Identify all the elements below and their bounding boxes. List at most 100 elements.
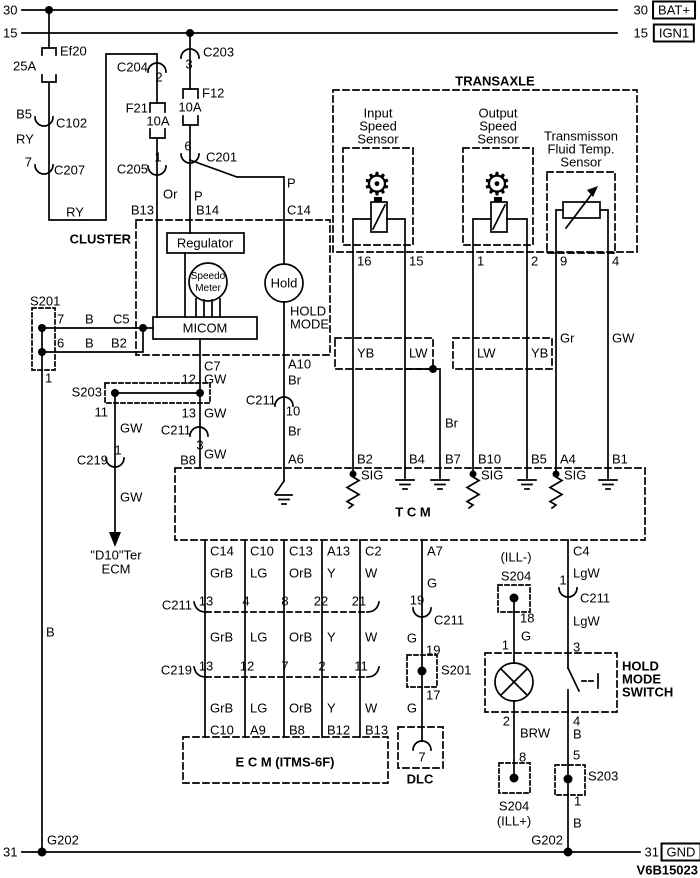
connector-arc-icons bbox=[34, 48, 578, 751]
pin-4-tfts: 4 bbox=[612, 253, 620, 269]
wire-yb-1: YB bbox=[357, 345, 375, 361]
pin-18-s204: 18 bbox=[520, 610, 535, 626]
splice-s201-left-box bbox=[31, 307, 56, 371]
conn-c219: C219 bbox=[76, 452, 108, 468]
wire-ry-1: RY bbox=[16, 131, 34, 147]
junction-dots bbox=[37, 6, 573, 857]
pin-b2-micom: B2 bbox=[111, 335, 127, 351]
pin-3-c203: 3 bbox=[185, 56, 193, 72]
pin-2-oss: 2 bbox=[531, 253, 539, 269]
wire-lw-2: LW bbox=[477, 345, 496, 361]
bus30-num-left: 30 bbox=[3, 2, 18, 18]
switch-icons bbox=[273, 479, 599, 693]
connector-row-icons bbox=[192, 600, 381, 678]
hms-title-3: SWITCH bbox=[622, 684, 674, 700]
splice-s204-bottom-box bbox=[498, 762, 531, 794]
conn-c204-icon bbox=[147, 62, 167, 73]
wire-b-s201a: B bbox=[85, 311, 94, 327]
splice-boxes bbox=[31, 307, 586, 796]
pin-19-s201: 19 bbox=[426, 642, 441, 658]
conn-c207: C207 bbox=[54, 162, 86, 178]
wire-b-s201b: B bbox=[85, 335, 94, 351]
pin-1-c219: 1 bbox=[114, 442, 122, 458]
pin-c10-tcm: C10 bbox=[250, 543, 274, 559]
sensor-icons bbox=[370, 186, 601, 233]
hold-mode-switch-box bbox=[484, 652, 618, 713]
conn-c219-row: C219 bbox=[160, 662, 192, 678]
wire-y-2: Y bbox=[327, 629, 336, 645]
ground-b4-icon bbox=[395, 479, 415, 490]
pin-b10: B10 bbox=[478, 451, 502, 467]
fuse-ef20-label: Ef20 bbox=[60, 43, 87, 59]
ecm-d10-line2: ECM bbox=[101, 561, 131, 577]
resistor-icons bbox=[345, 475, 564, 510]
hms-title-1: HOLD bbox=[622, 658, 659, 674]
wire-grb-2: GrB bbox=[210, 629, 234, 645]
conn-c201: C201 bbox=[206, 149, 238, 165]
wire-grb-1: GrB bbox=[210, 565, 234, 581]
ground-g202-right: G202 bbox=[531, 832, 563, 848]
wire-g-3: G bbox=[406, 700, 417, 716]
tfts-label-3: Sensor bbox=[560, 154, 602, 170]
dlc-box bbox=[397, 726, 444, 769]
cluster-box bbox=[135, 219, 331, 356]
conn-c205: C205 bbox=[116, 161, 148, 177]
wire-brw: BRW bbox=[520, 725, 551, 741]
wire-b-right2: B bbox=[573, 815, 582, 831]
splice-s204-top: S204 bbox=[500, 568, 532, 584]
iss-label-2: Speed bbox=[359, 118, 397, 134]
wire-lg-2: LG bbox=[250, 629, 268, 645]
conn-c219-row-icon bbox=[192, 665, 207, 678]
hold-mode-2: MODE bbox=[290, 316, 329, 332]
tcm-a6-switch-icon bbox=[273, 479, 286, 496]
fuse-f12-rating: 10A bbox=[178, 99, 202, 115]
pin-16: 16 bbox=[357, 253, 372, 269]
wire-yb-2: YB bbox=[531, 345, 549, 361]
pin-8-s204: 8 bbox=[519, 749, 527, 765]
pin-21-c211: 21 bbox=[351, 593, 367, 609]
splice-s203-right-box bbox=[554, 764, 586, 796]
pin-1-c205: 1 bbox=[154, 149, 162, 165]
wire-g-2: G bbox=[406, 630, 417, 646]
pin-a9: A9 bbox=[250, 722, 266, 738]
pin-b7: B7 bbox=[445, 451, 461, 467]
ground-b7-icon bbox=[430, 479, 450, 490]
pin-22-c211: 22 bbox=[313, 593, 329, 609]
pin-b4: B4 bbox=[409, 451, 425, 467]
wire-lgw-2: LgW bbox=[573, 613, 600, 629]
gear-icon-input: ⚙ bbox=[362, 166, 392, 202]
sig-label-1: SIG bbox=[361, 467, 384, 483]
bus-lines bbox=[21, 9, 641, 853]
pin-4-switch: 4 bbox=[573, 713, 581, 729]
iss-label-3: Sensor bbox=[357, 131, 399, 147]
ground-g202-left: G202 bbox=[47, 832, 79, 848]
pin-11-s203: 11 bbox=[94, 404, 109, 420]
pin-1-s203: 1 bbox=[574, 793, 582, 809]
pin-1-lamp: 1 bbox=[501, 637, 509, 653]
wire-gw-4: GW bbox=[204, 446, 227, 462]
fluid-temp-sensor-box bbox=[546, 171, 616, 254]
pin-1-s201: 1 bbox=[45, 370, 53, 386]
pin-6-c201: 6 bbox=[184, 138, 192, 154]
fuse-ef20-icon bbox=[41, 47, 57, 83]
wire-grb-3: GrB bbox=[210, 700, 234, 716]
oss-label-2: Speed bbox=[479, 118, 517, 134]
pin-7-dlc: 7 bbox=[418, 749, 426, 765]
resistor-b2-icon bbox=[345, 475, 361, 510]
hold-label: Hold bbox=[270, 275, 298, 291]
conn-c203-icon bbox=[180, 48, 200, 59]
splice-s201-left: S201 bbox=[30, 293, 61, 309]
fuse-f21-icon bbox=[149, 102, 166, 139]
ground-b5-icon bbox=[517, 479, 537, 490]
pin-b13-ecm: B13 bbox=[365, 722, 389, 738]
splice-s203: S203 bbox=[71, 384, 102, 400]
ground-a6-icon bbox=[275, 494, 293, 505]
fuse-f21-rating: 10A bbox=[146, 113, 170, 129]
wire-p-1: P bbox=[194, 188, 203, 204]
pin-b2-tcm: B2 bbox=[357, 451, 373, 467]
pin-2-c204: 2 bbox=[155, 69, 163, 85]
resistor-a4-icon bbox=[548, 475, 564, 510]
conn-c211-10: C211 bbox=[245, 392, 276, 408]
